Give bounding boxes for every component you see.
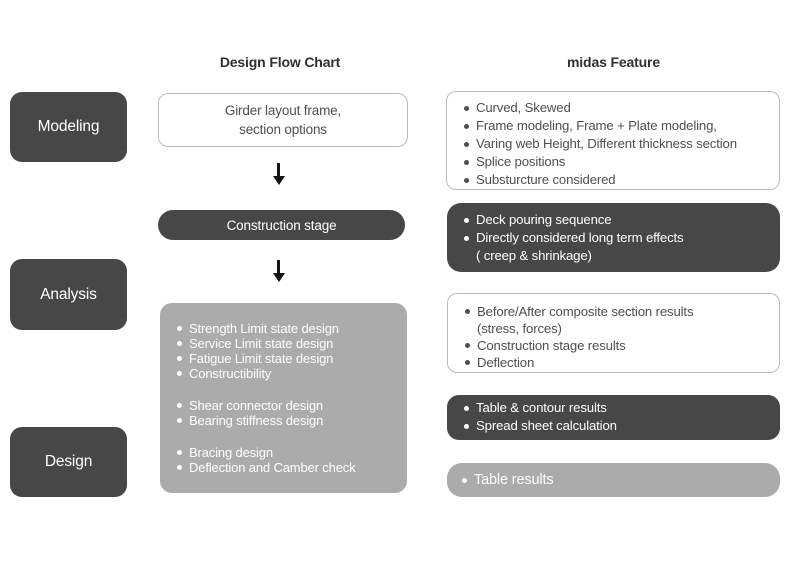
feature-construction-box: Deck pouring sequence Directly considere… [447,203,780,272]
list-item-continuation: ( creep & shrinkage) [476,248,592,263]
list-item: Constructibility [176,366,399,381]
feature-results-list: Before/After composite section results (… [464,303,773,371]
arrow-head [272,273,285,282]
arrow-stem [277,163,280,176]
stage-box-modeling: Modeling [10,92,127,162]
list-item: Curved, Skewed [463,99,773,117]
list-item: Spread sheet calculation [463,417,774,435]
list-item: Bracing design [176,445,399,460]
stage-box-analysis: Analysis [10,259,127,330]
feature-results-box: Before/After composite section results (… [447,293,780,373]
list-item: Strength Limit state design [176,321,399,336]
list-item: Table results [461,472,554,488]
feature-table-list: Table & contour results Spread sheet cal… [463,399,774,435]
list-item: Substurcture considered [463,171,773,189]
list-item: Table & contour results [463,399,774,417]
feature-table-box: Table & contour results Spread sheet cal… [447,395,780,440]
feature-modeling-box: Curved, Skewed Frame modeling, Frame + P… [446,91,780,190]
list-item: Varing web Height, Different thickness s… [463,135,773,153]
list-item: Before/After composite section results [464,303,773,320]
list-item: Frame modeling, Frame + Plate modeling, [463,117,773,135]
construction-stage-box: Construction stage [158,210,405,240]
list-item: Deflection and Camber check [176,460,399,475]
flow-chart-column-header: Design Flow Chart [219,54,341,70]
arrow-head [272,176,285,185]
design-checks-group1: Strength Limit state design Service Limi… [176,321,399,381]
design-checks-group2: Shear connector design Bearing stiffness… [176,398,399,428]
list-item: Shear connector design [176,398,399,413]
list-item: Bearing stiffness design [176,413,399,428]
feature-table-results-box: Table results [447,463,780,497]
feature-table-results-list: Table results [461,472,554,488]
list-item-continuation: (stress, forces) [477,321,562,336]
list-item: Construction stage results [464,337,773,354]
stage-box-design: Design [10,427,127,497]
list-item: Fatigue Limit state design [176,351,399,366]
girder-layout-box: Girder layout frame, section options [158,93,408,147]
list-item: Directly considered long term effects [463,229,774,247]
arrow-stem [277,260,280,273]
design-checks-group3: Bracing design Deflection and Camber che… [176,445,399,475]
arrow-down-icon [272,260,285,282]
list-item: Deck pouring sequence [463,211,774,229]
midas-feature-column-header: midas Feature [567,54,660,70]
feature-modeling-list: Curved, Skewed Frame modeling, Frame + P… [463,99,773,189]
feature-construction-list: Deck pouring sequence Directly considere… [463,211,774,265]
list-item: Splice positions [463,153,773,171]
arrow-down-icon [272,163,285,185]
list-item: Deflection [464,354,773,371]
girder-layout-line1: Girder layout frame, [224,103,342,118]
girder-layout-line2: section options [239,122,327,137]
design-checks-box: Strength Limit state design Service Limi… [160,303,407,493]
list-item: Service Limit state design [176,336,399,351]
